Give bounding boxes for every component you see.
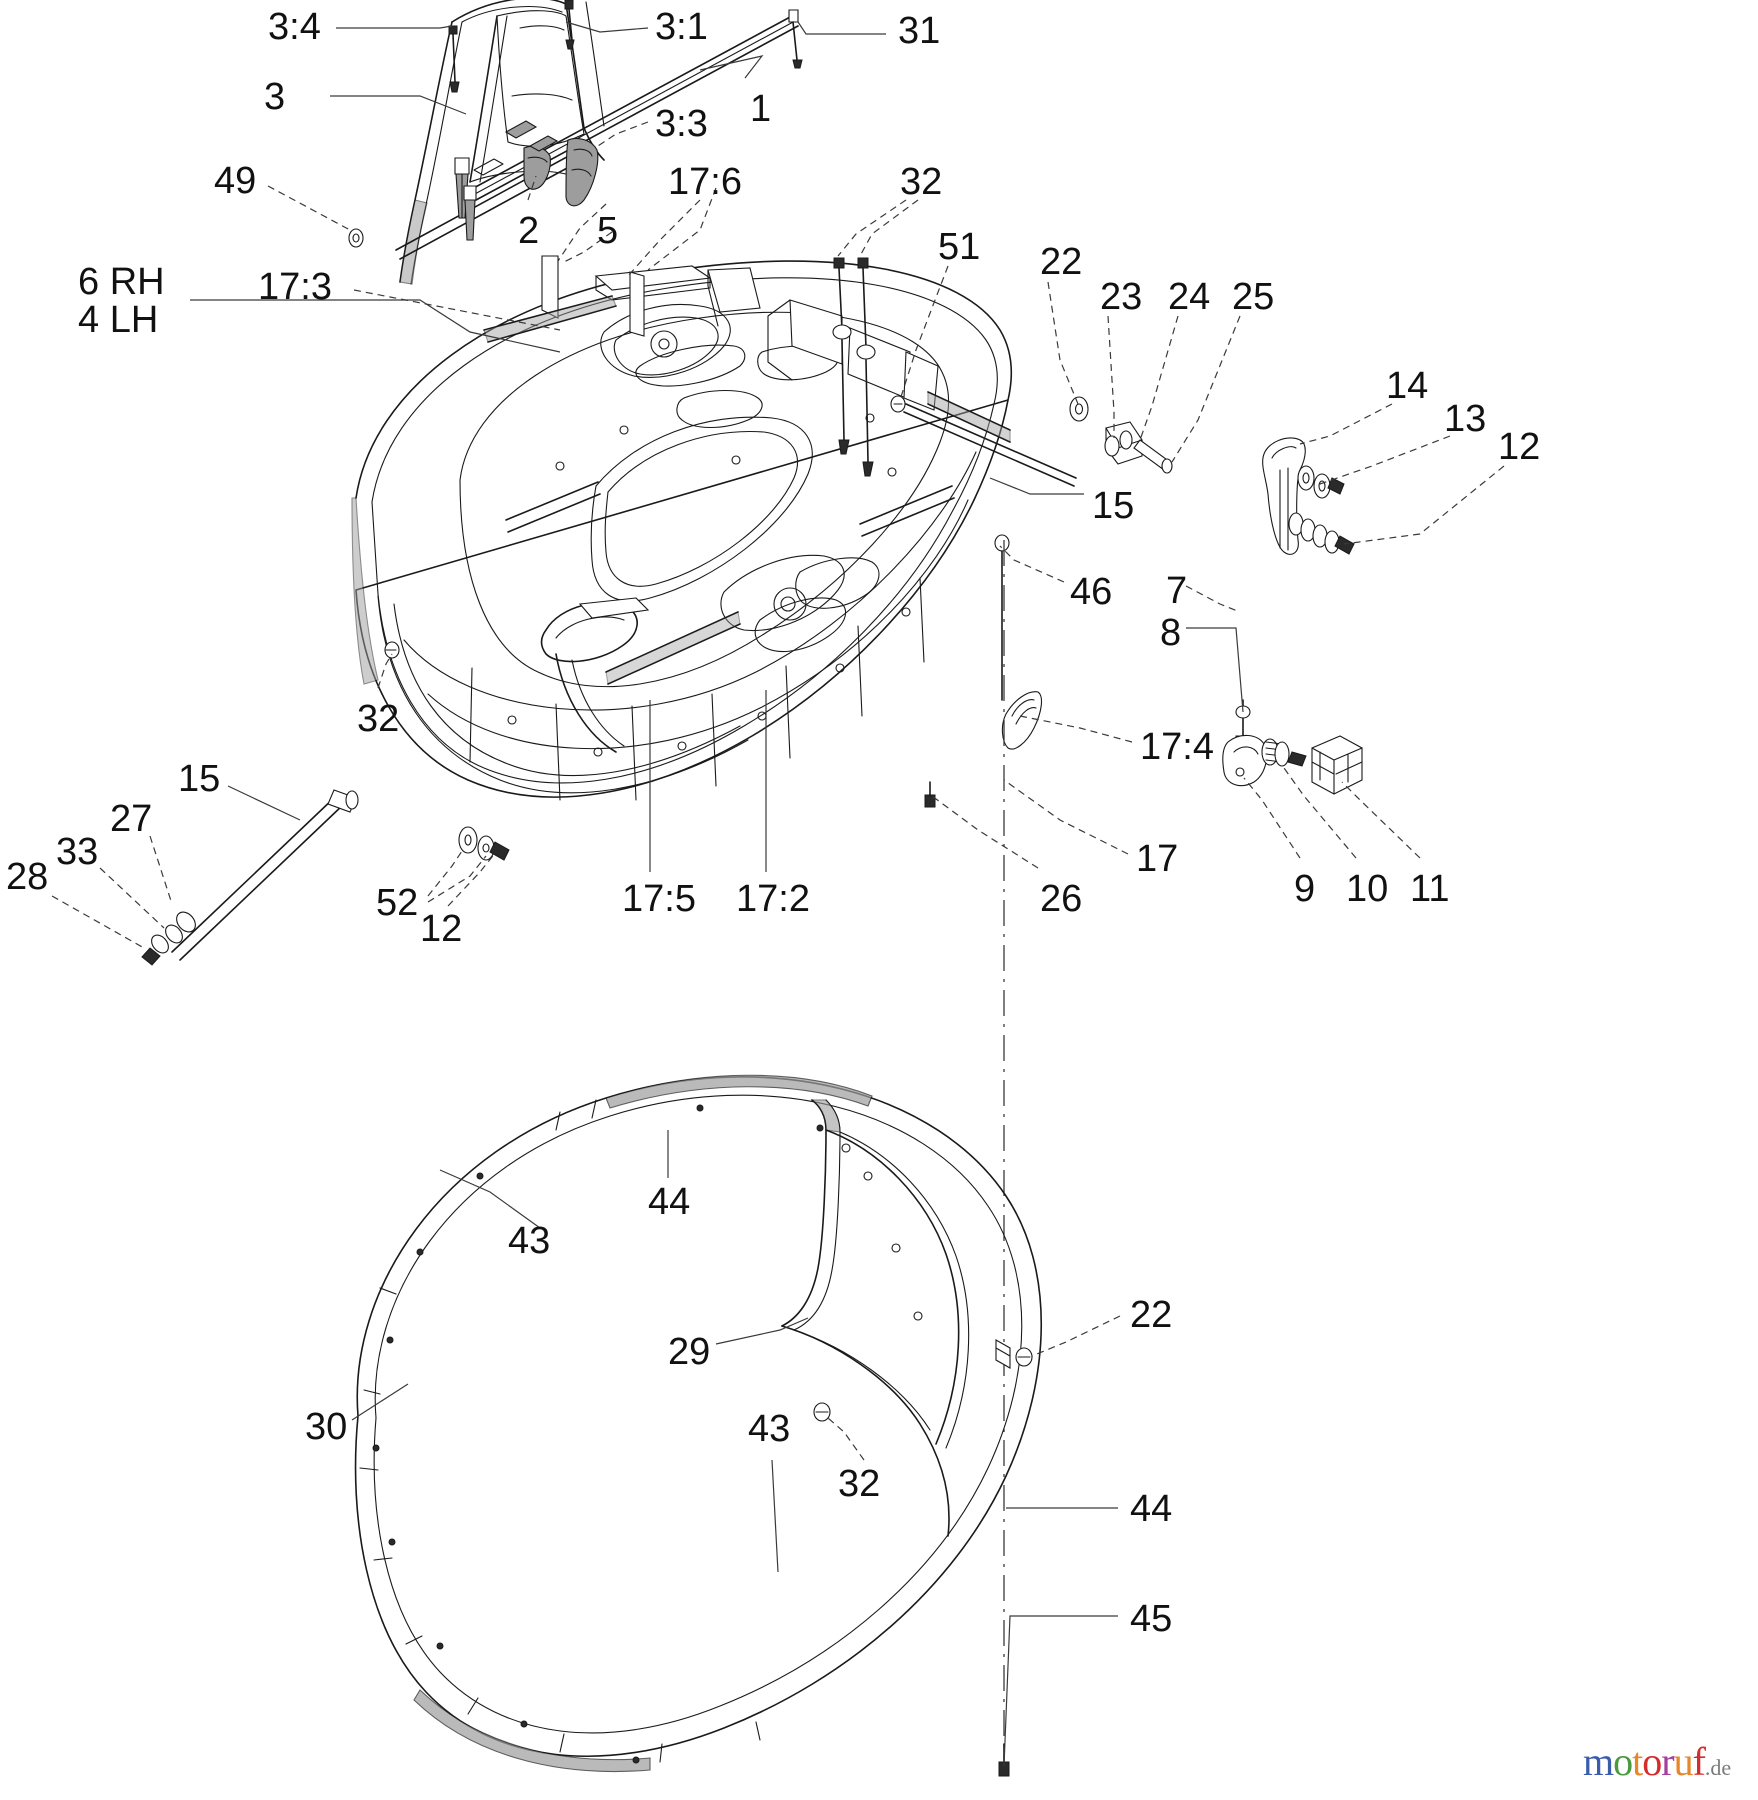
clip-3-3 bbox=[565, 137, 599, 207]
callout-22-upper: 22 bbox=[1040, 241, 1083, 283]
watermark-letter: m bbox=[1583, 1739, 1614, 1784]
callout-12-lower: 12 bbox=[420, 908, 463, 950]
callout-17-2: 17:2 bbox=[736, 878, 810, 920]
callout-43-upper: 43 bbox=[508, 1220, 551, 1262]
pin-25 bbox=[1133, 439, 1173, 474]
watermark-letter: f bbox=[1692, 1739, 1706, 1784]
fastener-32-left bbox=[384, 641, 400, 659]
lower-left-rod-assembly bbox=[141, 789, 359, 966]
watermark-letter: o bbox=[1642, 1739, 1662, 1784]
callout-17-5: 17:5 bbox=[622, 878, 696, 920]
coupler-11 bbox=[1311, 735, 1363, 795]
callout-30: 30 bbox=[305, 1406, 348, 1448]
fasteners-32-top bbox=[832, 257, 876, 477]
callout-44-lower: 44 bbox=[1130, 1488, 1173, 1530]
callout-17-4: 17:4 bbox=[1140, 726, 1214, 768]
bracket-stack-12-13-14 bbox=[1262, 437, 1355, 555]
upper-bail-assembly bbox=[348, 0, 803, 285]
callout-15-left: 15 bbox=[178, 758, 221, 800]
watermark-suffix: .de bbox=[1704, 1755, 1732, 1780]
callout-4-lh: 4 LH bbox=[78, 299, 159, 341]
leader-lines-main bbox=[51, 199, 1505, 1767]
callout-11: 11 bbox=[1410, 868, 1450, 910]
callout-3-4: 3:4 bbox=[268, 6, 321, 48]
body-23-24 bbox=[1104, 421, 1143, 465]
callout-3-3: 3:3 bbox=[655, 103, 708, 145]
callout-32-top: 32 bbox=[900, 161, 943, 203]
callout-29: 29 bbox=[668, 1331, 711, 1373]
watermark-letter: u bbox=[1673, 1739, 1694, 1784]
fastener-3-1 bbox=[564, 0, 575, 50]
deck-top-brackets bbox=[483, 255, 1011, 685]
callout-7: 7 bbox=[1166, 570, 1188, 612]
right-linkage-group bbox=[832, 257, 1173, 487]
right-side-bracket bbox=[1001, 691, 1043, 750]
fastener-26 bbox=[924, 781, 936, 808]
callout-3: 3 bbox=[264, 76, 286, 118]
callout-52: 52 bbox=[376, 882, 419, 924]
callout-13: 13 bbox=[1444, 398, 1487, 440]
callout-17-6: 17:6 bbox=[668, 161, 742, 203]
callout-14: 14 bbox=[1386, 365, 1429, 407]
callout-32-left: 32 bbox=[357, 698, 400, 740]
callout-28: 28 bbox=[6, 856, 49, 898]
callout-10: 10 bbox=[1346, 868, 1389, 910]
clip-2 bbox=[523, 145, 551, 190]
callout-31: 31 bbox=[898, 10, 941, 52]
callout-1: 1 bbox=[750, 88, 772, 130]
callout-43-lower: 43 bbox=[748, 1408, 791, 1450]
callout-27: 27 bbox=[110, 798, 153, 840]
deck-discharge-opening bbox=[540, 597, 650, 753]
callout-3-1: 3:1 bbox=[655, 6, 708, 48]
fastener-49 bbox=[348, 228, 364, 248]
watermark-letter: o bbox=[1613, 1739, 1633, 1784]
watermark-letter: r bbox=[1661, 1739, 1674, 1784]
callout-2: 2 bbox=[518, 210, 540, 252]
callout-24: 24 bbox=[1168, 276, 1211, 318]
leader-lines-top bbox=[267, 21, 886, 271]
callout-25: 25 bbox=[1232, 276, 1275, 318]
callout-15-right: 15 bbox=[1092, 485, 1135, 527]
callout-23: 23 bbox=[1100, 276, 1143, 318]
callout-49: 49 bbox=[214, 160, 257, 202]
washer-22 bbox=[1069, 396, 1089, 422]
callout-26: 26 bbox=[1040, 878, 1083, 920]
callout-17-3: 17:3 bbox=[258, 266, 332, 308]
deflector-assembly bbox=[354, 1074, 1043, 1777]
fastener-22-deck bbox=[994, 534, 1010, 701]
callout-12-right: 12 bbox=[1498, 426, 1541, 468]
mower-deck-assembly bbox=[351, 255, 1043, 801]
callout-45: 45 bbox=[1130, 1598, 1173, 1640]
pin-cluster-lower-bail bbox=[454, 157, 477, 241]
fastener-51 bbox=[890, 395, 906, 413]
callout-17: 17 bbox=[1136, 838, 1179, 880]
callout-33: 33 bbox=[56, 831, 99, 873]
callout-8: 8 bbox=[1160, 612, 1182, 654]
callout-32-lower: 32 bbox=[838, 1463, 881, 1505]
fastener-31 bbox=[788, 9, 803, 69]
fastener-22-deflector bbox=[1015, 1347, 1033, 1367]
callout-22-lower: 22 bbox=[1130, 1294, 1173, 1336]
motoruf-watermark: motoruf.de bbox=[1583, 1738, 1731, 1785]
spindle-dome bbox=[600, 303, 731, 378]
callout-5: 5 bbox=[597, 210, 619, 252]
callout-46: 46 bbox=[1070, 571, 1113, 613]
fastener-bearing-group bbox=[1222, 699, 1363, 795]
fastener-3-4 bbox=[448, 25, 460, 93]
fastener-32-deflector bbox=[813, 1402, 831, 1422]
callout-51: 51 bbox=[938, 226, 981, 268]
washer-pin-52-12 bbox=[458, 826, 510, 861]
callout-44-upper: 44 bbox=[648, 1181, 691, 1223]
callout-6-rh: 6 RH bbox=[78, 261, 165, 303]
watermark-letter: t bbox=[1632, 1739, 1643, 1784]
spring-10 bbox=[1261, 738, 1290, 767]
callout-9: 9 bbox=[1294, 868, 1316, 910]
